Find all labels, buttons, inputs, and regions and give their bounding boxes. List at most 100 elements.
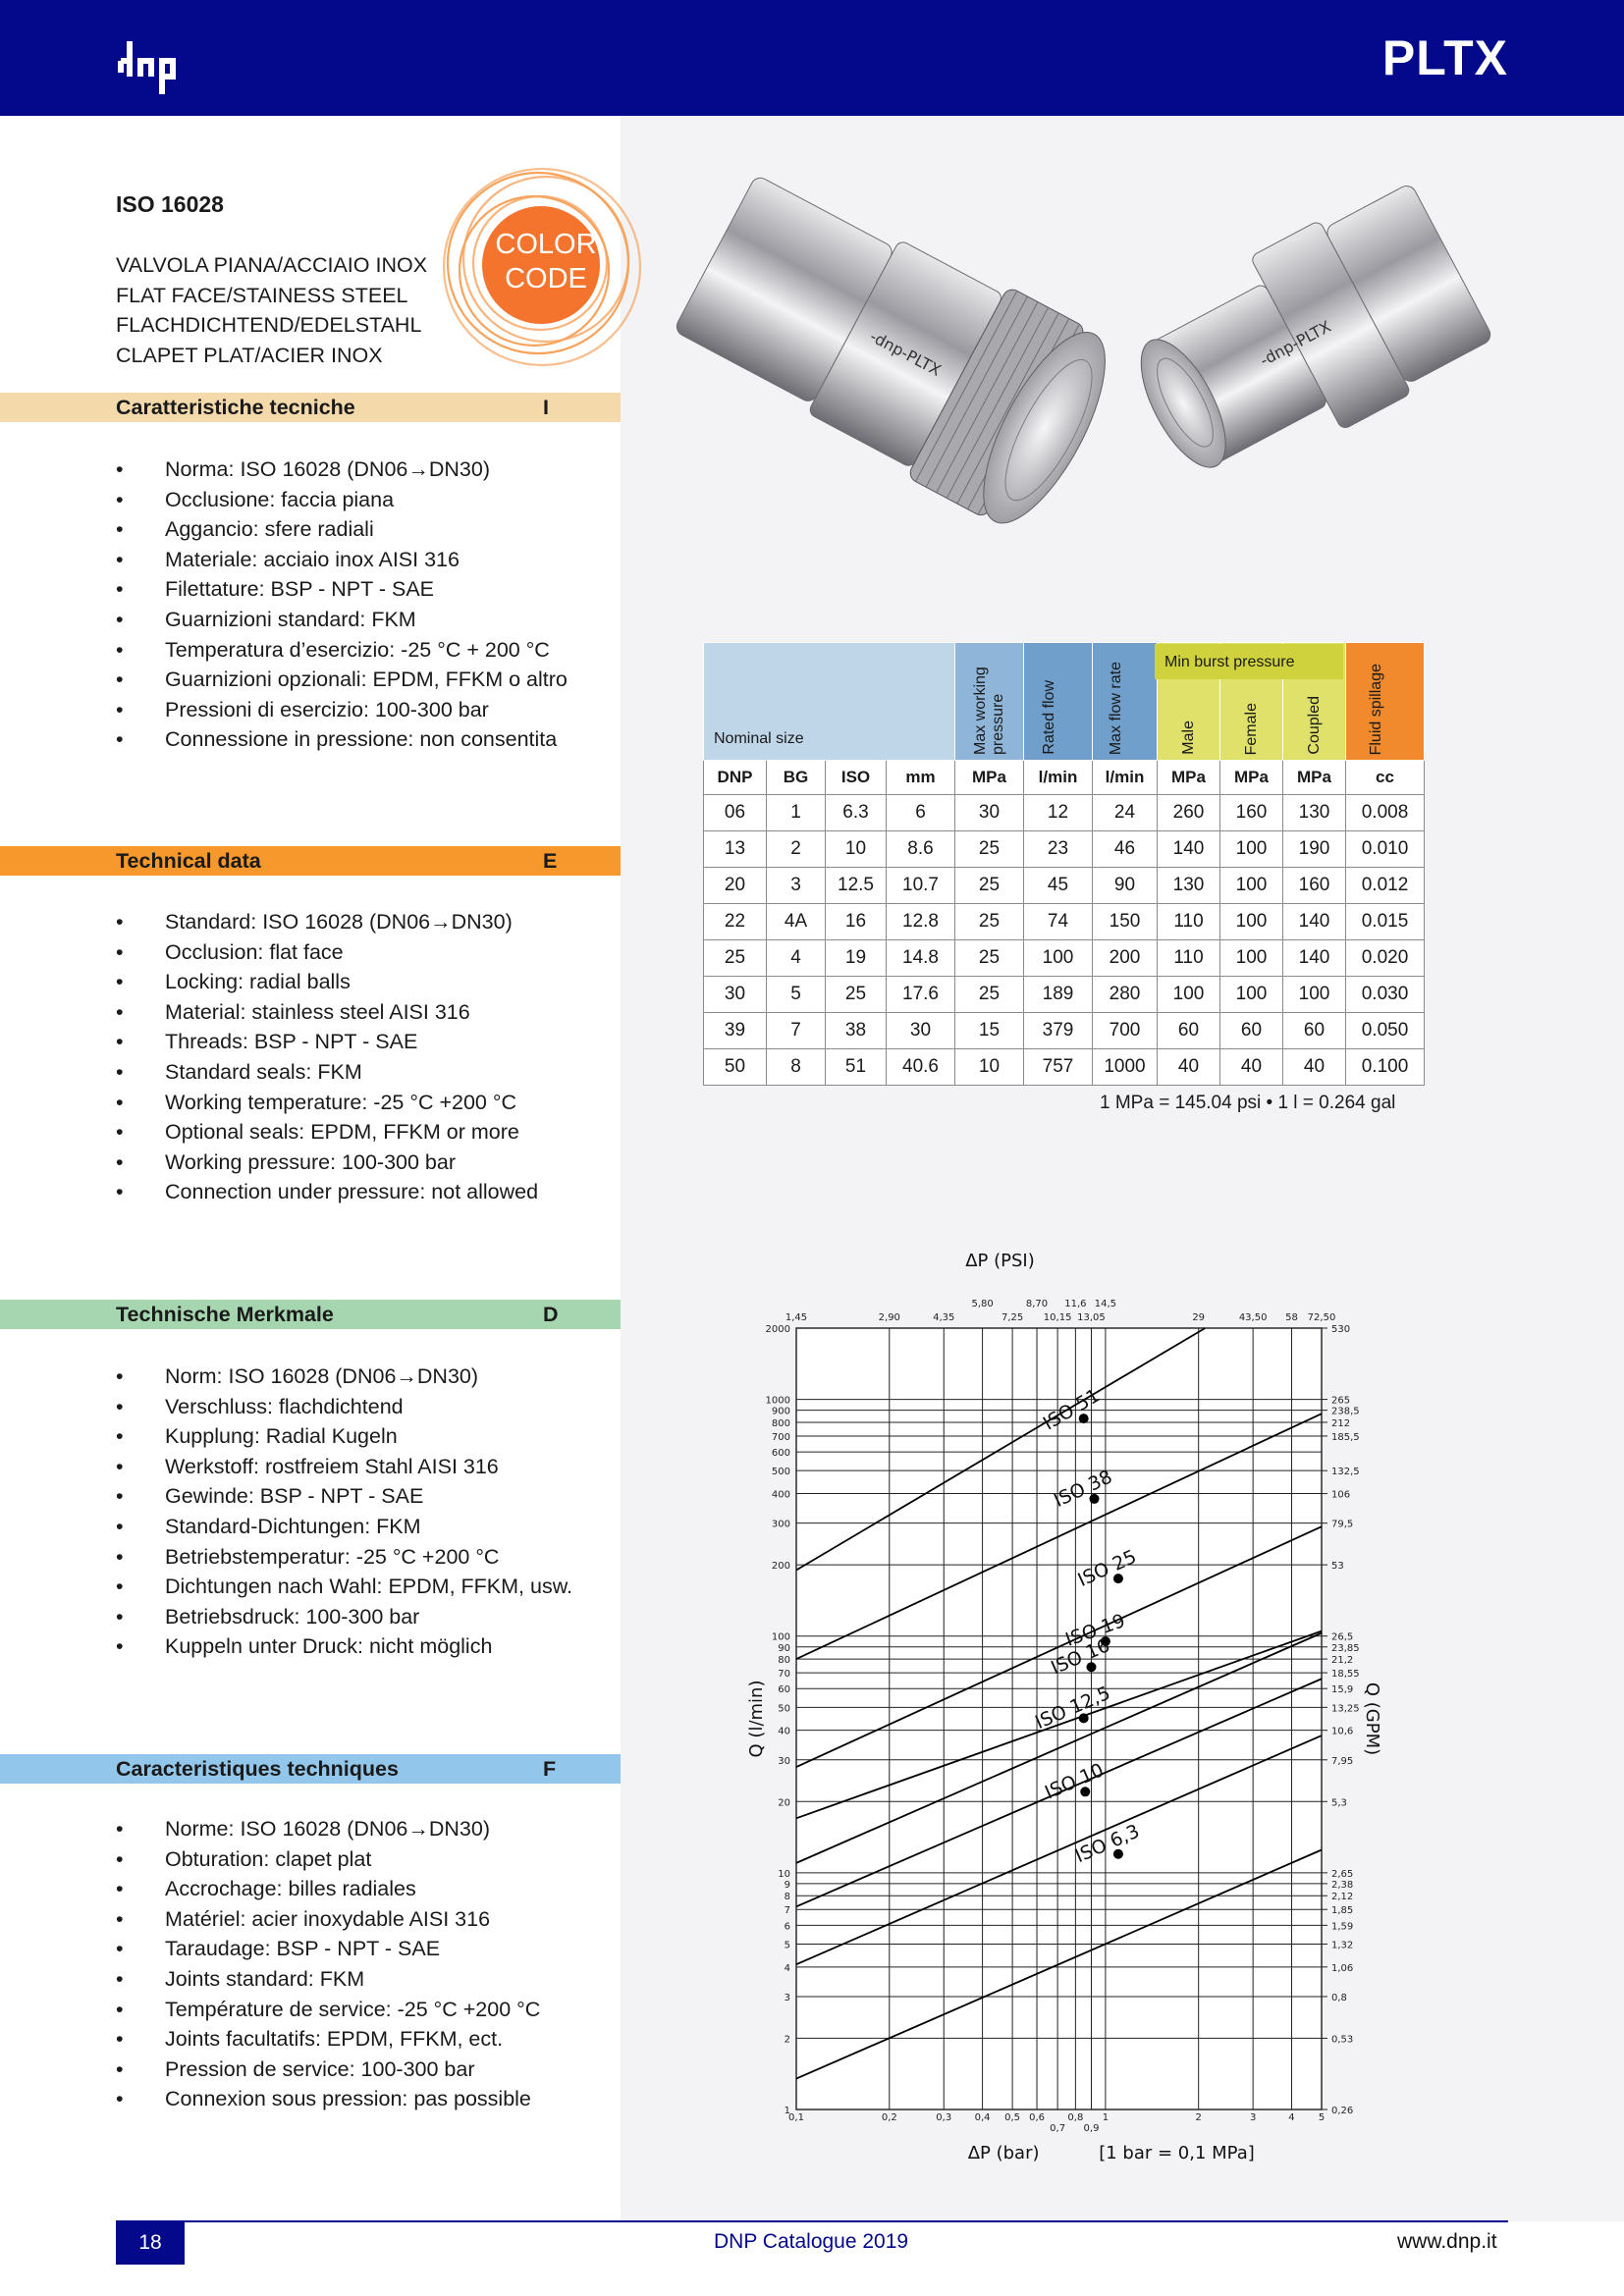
series-marker	[1086, 1662, 1097, 1673]
table-cell: 0.100	[1345, 1048, 1425, 1086]
list-item: Connessione in pressione: non consentita	[116, 724, 568, 755]
list-item: Obturation: clapet plat	[116, 1844, 540, 1875]
unit-conversion-note: 1 MPa = 145.04 psi • 1 l = 0.264 gal	[1100, 1093, 1396, 1113]
unit-cell: cc	[1345, 760, 1425, 795]
gpm-tick-label: 106	[1331, 1490, 1350, 1501]
list-item: Taraudage: BSP - NPT - SAE	[116, 1934, 540, 1964]
x-axis-label: ΔP (bar)	[968, 2143, 1040, 2163]
list-item: Matériel: acier inoxydable AISI 316	[116, 1904, 540, 1935]
list-item: Joints facultatifs: EPDM, FFKM, ect.	[116, 2024, 540, 2055]
top-tick-label: 2,90	[879, 1312, 900, 1323]
table-cell: 16	[825, 903, 887, 940]
footer-divider	[116, 2220, 1508, 2222]
gpm-tick-label: 1,32	[1331, 1940, 1353, 1950]
list-item: Dichtungen nach Wahl: EPDM, FFKM, usw.	[116, 1572, 572, 1602]
top-tick-label: 8,70	[1026, 1299, 1048, 1309]
table-cell: 140	[1282, 939, 1346, 977]
y-tick-label: 600	[772, 1448, 790, 1459]
series-marker	[1100, 1636, 1110, 1647]
y-tick-label: 4	[785, 1963, 790, 1974]
y-tick-label: 10	[778, 1869, 790, 1880]
list-item: Material: stainless steel AISI 316	[116, 997, 538, 1028]
table-cell: 100	[1219, 903, 1283, 940]
table-cell: 24	[1092, 794, 1158, 831]
list-item: Pressioni di esercizio: 100-300 bar	[116, 695, 568, 725]
table-cell: 7	[766, 1012, 826, 1049]
list-item: Norma: ISO 16028 (DN06→DN30)	[116, 454, 568, 485]
unit-cell: MPa	[1157, 760, 1220, 795]
table-cell: 38	[825, 1012, 887, 1049]
table-cell: 30	[703, 976, 767, 1013]
unit-cell: MPa	[954, 760, 1024, 795]
table-cell: 2	[766, 830, 826, 868]
y-tick-label: 900	[772, 1407, 790, 1417]
table-cell: 10	[954, 1048, 1024, 1086]
x-tick-label: 0,9	[1084, 2123, 1100, 2134]
y-tick-label: 50	[778, 1703, 790, 1714]
table-cell: 5	[766, 976, 826, 1013]
series-line	[795, 1631, 1323, 1864]
list-item: Optional seals: EPDM, FFKM or more	[116, 1117, 538, 1148]
section-language-letter: I	[543, 396, 549, 419]
table-cell: 46	[1092, 830, 1158, 868]
series-line	[795, 1678, 1323, 1908]
y-tick-label: 500	[772, 1467, 790, 1477]
table-cell: 260	[1157, 794, 1220, 831]
y-tick-label: 3	[785, 1993, 790, 2003]
top-tick-label: 29	[1192, 1312, 1205, 1323]
table-cell: 140	[1282, 903, 1346, 940]
table-cell: 700	[1092, 1012, 1158, 1049]
list-item: Kupplung: Radial Kugeln	[116, 1421, 572, 1452]
unit-cell: DNP	[703, 760, 767, 795]
bullet-list-english: Standard: ISO 16028 (DN06→DN30) Occlusio…	[116, 907, 538, 1207]
gpm-tick-label: 53	[1331, 1561, 1344, 1572]
color-code-badge	[442, 167, 642, 367]
unit-cell: mm	[886, 760, 955, 795]
y-tick-label: 9	[785, 1880, 790, 1891]
desc-line: FLACHDICHTEND/EDELSTAHL	[116, 313, 422, 337]
y-tick-label: 7	[785, 1905, 790, 1916]
x-tick-label: 5	[1319, 2112, 1325, 2123]
product-description: VALVOLA PIANA/ACCIAIO INOX FLAT FACE/STA…	[116, 250, 427, 370]
y-tick-label: 400	[772, 1490, 790, 1501]
table-cell: 100	[1282, 976, 1346, 1013]
x-tick-label: 1	[1103, 2112, 1109, 2123]
gpm-tick-label: 0,8	[1331, 1993, 1347, 2003]
max-working-pressure-header: Max working pressure	[954, 642, 1024, 761]
table-cell: 3	[766, 867, 826, 904]
table-cell: 6	[886, 794, 955, 831]
table-cell: 10	[825, 830, 887, 868]
list-item: Connection under pressure: not allowed	[116, 1177, 538, 1207]
table-cell: 100	[1157, 976, 1220, 1013]
product-code-title: PLTX	[1381, 30, 1508, 85]
rated-flow-header: Rated flow	[1023, 642, 1093, 761]
page-header: dnp PLTX	[0, 0, 1624, 116]
color-code-line: COLOR	[495, 229, 597, 260]
gpm-tick-label: 238,5	[1331, 1407, 1360, 1417]
list-item: Threads: BSP - NPT - SAE	[116, 1027, 538, 1057]
table-cell: 40	[1157, 1048, 1220, 1086]
table-cell: 0.012	[1345, 867, 1425, 904]
table-cell: 10.7	[886, 867, 955, 904]
series-line	[795, 1848, 1323, 2080]
list-item: Locking: radial balls	[116, 967, 538, 997]
table-cell: 50	[703, 1048, 767, 1086]
series-marker	[1078, 1414, 1089, 1424]
y-tick-label: 800	[772, 1418, 790, 1429]
table-cell: 190	[1282, 830, 1346, 868]
y-tick-label: 5	[785, 1940, 790, 1950]
table-cell: 40	[1282, 1048, 1346, 1086]
gpm-tick-label: 185,5	[1331, 1432, 1360, 1443]
gpm-tick-label: 0,26	[1331, 2106, 1353, 2116]
top-axis-label: ΔP (PSI)	[965, 1251, 1035, 1271]
table-cell: 140	[1157, 830, 1220, 868]
list-item: Working temperature: -25 °C +200 °C	[116, 1088, 538, 1118]
table-cell: 757	[1023, 1048, 1093, 1086]
table-cell: 12.8	[886, 903, 955, 940]
gpm-tick-label: 1,06	[1331, 1963, 1353, 1974]
website-link[interactable]: www.dnp.it	[1397, 2230, 1497, 2253]
gpm-tick-label: 132,5	[1331, 1467, 1360, 1477]
